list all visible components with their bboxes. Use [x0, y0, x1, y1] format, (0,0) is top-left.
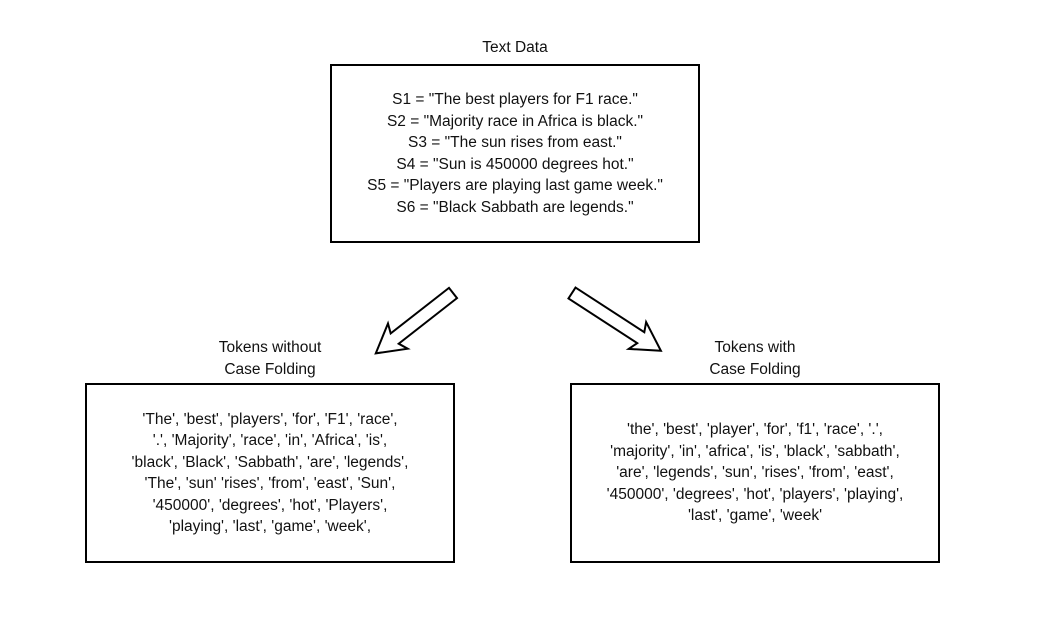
tokens-with-case-folding-label: Tokens with Case Folding: [570, 337, 940, 381]
text-data-box: S1 = "The best players for F1 race." S2 …: [330, 64, 700, 243]
token-line: '450000', 'degrees', 'hot', 'players', '…: [606, 485, 904, 503]
text-data-title: Text Data: [482, 39, 548, 56]
sentence-line: S3 = "The sun rises from east.": [408, 134, 622, 151]
tokens-without-case-folding-label: Tokens without Case Folding: [85, 337, 455, 381]
sentence-line: S4 = "Sun is 450000 degrees hot.": [396, 155, 634, 173]
token-line: '450000', 'degrees', 'hot', 'Players',: [152, 496, 388, 514]
sentence-line: S2 = "Majority race in Africa is black.": [386, 112, 644, 130]
token-line: 'last', 'game', 'week': [687, 507, 823, 525]
token-line: 'playing', 'last', 'game', 'week',: [168, 518, 371, 535]
sentence-line: S6 = "Black Sabbath are legends.": [396, 198, 634, 216]
tokens-with-case-folding-box: 'the', 'best', 'player', 'for', 'f1', 'r…: [570, 383, 940, 563]
label-line: Case Folding: [709, 361, 801, 378]
tokens-without-case-folding-box: 'The', 'best', 'players', 'for', 'F1', '…: [85, 383, 455, 563]
label-line: Tokens without: [218, 339, 322, 356]
token-line: 'The', 'best', 'players', 'for', 'F1', '…: [142, 410, 398, 428]
token-line: 'majority', 'in', 'africa', 'is', 'black…: [610, 442, 900, 460]
label-line: Tokens with: [714, 339, 796, 356]
token-line: 'the', 'best', 'player', 'for', 'f1', 'r…: [627, 421, 883, 439]
sentence-line: S1 = "The best players for F1 race.": [392, 91, 638, 108]
sentence-line: S5 = "Players are playing last game week…: [367, 177, 663, 194]
label-line: Case Folding: [224, 361, 316, 378]
token-line: 'black', 'Black', 'Sabbath', 'are', 'leg…: [131, 453, 409, 471]
token-line: 'are', 'legends', 'sun', 'rises', 'from'…: [616, 464, 894, 482]
token-line: '.', 'Majority', 'race', 'in', 'Africa',…: [152, 432, 388, 449]
token-line: 'The', 'sun' 'rises', 'from', 'east', 'S…: [144, 475, 396, 492]
